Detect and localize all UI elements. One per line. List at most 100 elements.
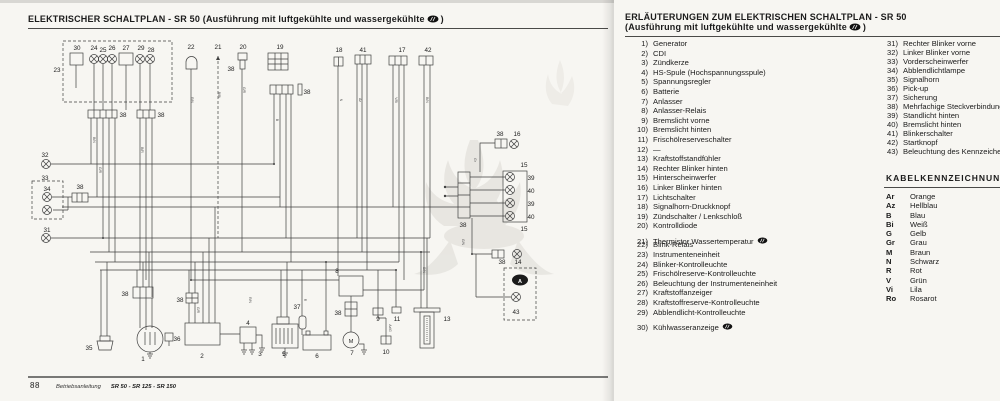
title-rule-left xyxy=(28,28,608,29)
legend-item-label: Generator xyxy=(653,39,688,48)
cable-code-item: Ar Orange xyxy=(886,192,939,201)
diagram-callout: 10 xyxy=(382,349,390,356)
legend-item-number: 43) xyxy=(887,147,898,156)
legend-item: 41) Blinkerschalter xyxy=(880,129,1000,138)
wire-color-label: B/R xyxy=(140,147,144,153)
legend-item-label: Startknopf xyxy=(903,138,938,147)
cable-code-item: Bi Weiß xyxy=(886,220,939,229)
dashed-boxes xyxy=(31,40,537,321)
legend-item-number: 34) xyxy=(887,66,898,75)
diagram-callout: 36 xyxy=(173,336,181,343)
legend-item-number: 32) xyxy=(887,48,898,57)
legend-item-label: Anlasser xyxy=(653,96,683,106)
legend-item: 7) Anlasser xyxy=(630,97,878,107)
cable-code-color-name: Lila xyxy=(910,284,922,294)
legend-item-label: Zündschalter / Lenkschloß xyxy=(653,211,743,221)
legend-item: 18) Signalhorn-Druckknopf xyxy=(630,202,878,212)
cable-code-abbrev: Az xyxy=(886,201,896,211)
wiring-diagram: A M 233024252627292838382221203819381841… xyxy=(31,40,575,363)
watercooled-logo-icon xyxy=(427,15,439,23)
legend-item-label: Rechter Blinker vorne xyxy=(903,39,977,48)
legend-item-number: 17) xyxy=(637,192,648,202)
legend-item: 4) HS-Spule (Hochspannungsspule) xyxy=(630,68,878,78)
legend-item: 25) Frischölreserve-Kontrolleuchte xyxy=(630,269,878,279)
diagram-callout: 38 xyxy=(121,291,129,298)
legend-item: 14) Rechter Blinker hinten xyxy=(630,164,878,174)
legend-item-number: 41) xyxy=(887,129,898,138)
cable-code-color-name: Orange xyxy=(910,192,936,201)
cable-code-abbrev: V xyxy=(886,275,892,285)
legend-item: 20) Kontrolldiode xyxy=(630,221,878,231)
legend-item-label: Instrumenteneinheit xyxy=(653,250,720,260)
legend-item-number: 25) xyxy=(637,269,648,279)
legend-item-label: CDI xyxy=(653,48,667,58)
page-title-left-close: ) xyxy=(440,14,444,24)
legend-item-label: Kraftstoffreserve-Kontrolleuchte xyxy=(653,298,760,308)
legend-item-label: Signalhorn xyxy=(903,75,940,84)
cable-code-color-name: Gelb xyxy=(910,229,927,239)
legend-item: 17) Lichtschalter xyxy=(630,193,878,203)
cable-code-color-name: Blau xyxy=(910,210,926,220)
watercooled-logo-icon xyxy=(722,317,733,335)
legend-item: 31) Rechter Blinker vorne xyxy=(880,39,1000,48)
cable-code-item: G Gelb xyxy=(886,229,939,238)
motor-symbol-label: M xyxy=(349,339,354,345)
legend-item: 16) Linker Blinker hinten xyxy=(630,183,878,193)
wire-color-label: R/N xyxy=(248,297,252,303)
legend-item-label: Hinterscheinwerfer xyxy=(653,173,717,183)
cable-code-abbrev: N xyxy=(886,257,892,267)
legend-item-number: 42) xyxy=(887,138,898,147)
legend-item: 33) Vorderscheinwerfer xyxy=(880,57,1000,66)
diagram-callout: 17 xyxy=(398,47,406,54)
diagram-callout: 32 xyxy=(41,152,49,159)
legend-item: 28) Kraftstoffreserve-Kontrolleuchte xyxy=(630,298,878,308)
legend-column-2: 31) Rechter Blinker vorne 32) Linker Bli… xyxy=(880,39,1000,156)
legend-item-label: — xyxy=(653,144,661,154)
cable-code-abbrev: Ar xyxy=(886,192,895,201)
diagram-callout: 8 xyxy=(335,268,339,275)
legend-item: 38) Mehrfachige Steckverbindung xyxy=(880,102,1000,111)
legend-item-number: 30) xyxy=(637,323,648,333)
legend-item-number: 14) xyxy=(637,163,648,173)
diagram-callout: 30 xyxy=(73,45,81,52)
cable-code-color-name: Weiß xyxy=(910,219,928,229)
legend-item-number: 24) xyxy=(637,259,648,269)
diagram-callout: 35 xyxy=(85,345,93,352)
diagram-callout: 9 xyxy=(376,316,380,323)
legend-item-label: Bremslicht hinten xyxy=(903,120,962,129)
junction-dots xyxy=(102,163,473,281)
legend-item-label: Abblendlichtlampe xyxy=(903,66,966,75)
front-lamp-symbols xyxy=(41,159,89,243)
watercooled-logo-icon xyxy=(849,23,861,31)
legend-item-label: Thermistor Wassertemperatur xyxy=(653,236,754,246)
legend-item-label: Abblendlicht-Kontrolleuchte xyxy=(653,307,746,317)
diagram-callout: 23 xyxy=(53,67,61,74)
legend-item: 26) Beleuchtung der Instrumenteneinheit xyxy=(630,279,878,289)
page-number: 88 xyxy=(30,381,40,390)
diagram-callout: 39 xyxy=(527,175,535,182)
legend-item-label: Beleuchtung der Instrumenteneinheit xyxy=(653,278,778,288)
wire-color-label: B/Bi xyxy=(217,92,221,98)
diagram-callout: 15 xyxy=(520,162,528,169)
cable-code-rule xyxy=(884,187,1000,188)
legend-item-number: 21) xyxy=(637,236,648,246)
legend-item-number: 19) xyxy=(637,211,648,221)
cable-code-color-name: Rosarot xyxy=(910,294,937,304)
legend-item-number: 11) xyxy=(637,134,648,144)
footer: 88 Betriebsanleitung SR 50 - SR 125 - SR… xyxy=(30,381,176,390)
legend-item-label: Frischölreserve-Kontrolleuchte xyxy=(653,269,756,279)
legend-item: 36) Pick-up xyxy=(880,84,1000,93)
diagram-callout: 38 xyxy=(227,66,235,73)
legend-item-number: 3) xyxy=(641,58,648,68)
cable-code-color-name: Rot xyxy=(910,266,922,276)
cable-code-abbrev: Vi xyxy=(886,284,894,294)
legend-item-label: Sicherung xyxy=(903,93,938,102)
legend-item-label: Vorderscheinwerfer xyxy=(903,57,969,66)
legend-item-label: Blink-Relais xyxy=(653,240,694,250)
diagram-callout: 37 xyxy=(293,304,301,311)
diagram-callout: 4 xyxy=(246,320,250,327)
cable-code-color-name: Braun xyxy=(910,247,931,257)
legend-item-number: 37) xyxy=(887,93,898,102)
legend-item-number: 2) xyxy=(641,48,648,58)
harness-wires xyxy=(51,64,511,346)
